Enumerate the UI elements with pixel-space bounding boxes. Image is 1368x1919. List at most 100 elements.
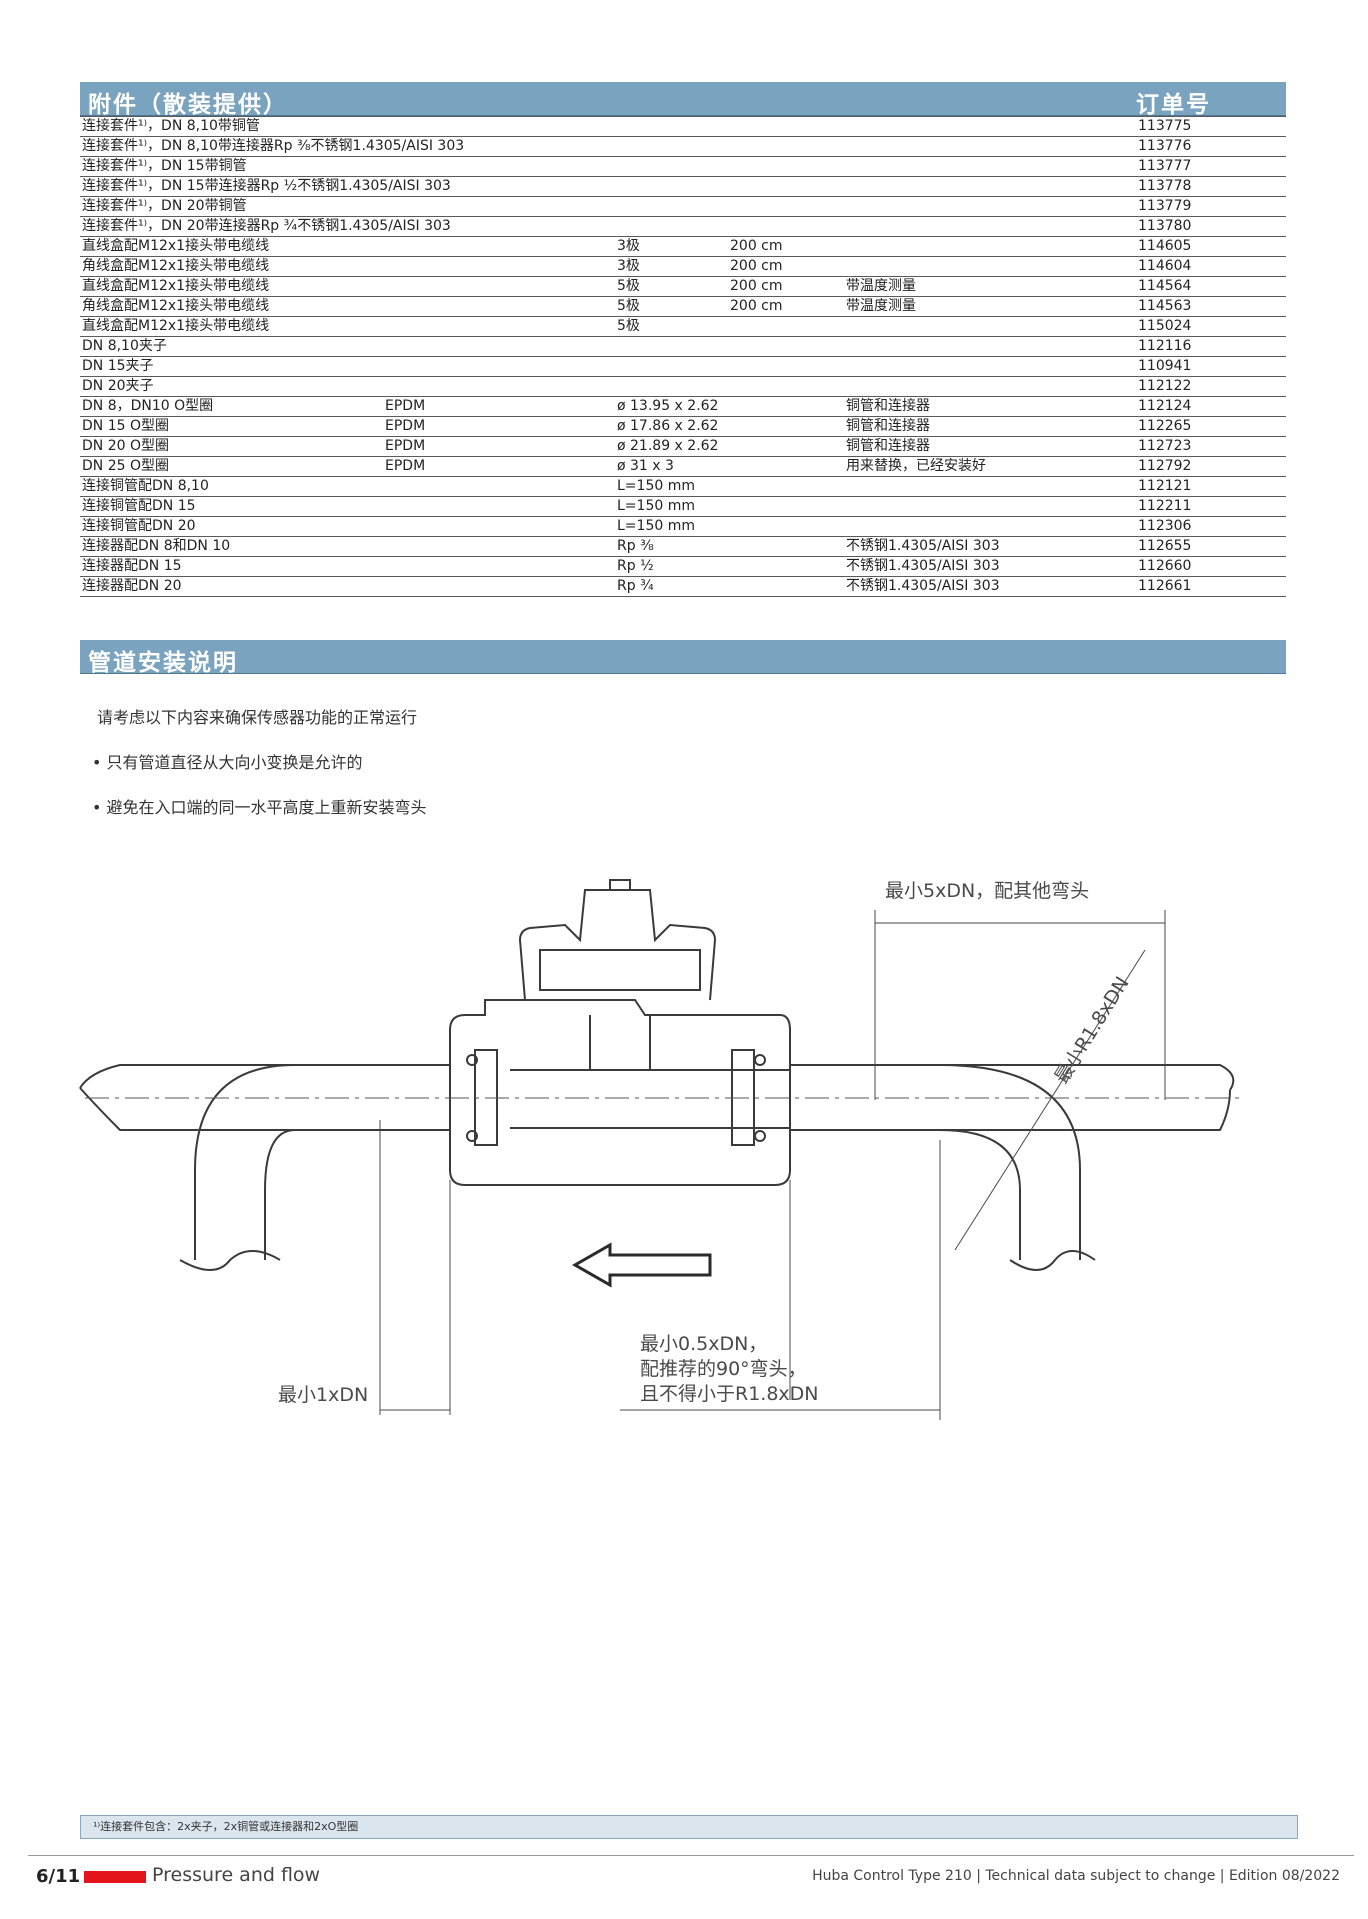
table-cell: 不锈钢1.4305/AISI 303 — [844, 536, 1136, 557]
dimension-label-min05dn-line2: 配推荐的90°弯头， — [640, 1358, 807, 1380]
table-cell: ø 31 x 3 — [615, 456, 728, 477]
installation-header: 管道安装说明 — [80, 640, 1286, 676]
table-cell — [728, 436, 844, 457]
table-cell: ø 13.95 x 2.62 — [615, 396, 728, 417]
table-cell: Rp ½ — [615, 556, 728, 577]
footer-edition-info: Huba Control Type 210 | Technical data s… — [812, 1868, 1340, 1884]
table-cell — [383, 196, 615, 217]
table-cell: 连接套件¹⁾，DN 8,10带铜管 — [80, 116, 383, 137]
table-cell: 直线盒配M12x1接头带电缆线 — [80, 236, 383, 257]
table-cell: 110941 — [1136, 356, 1286, 377]
table-cell: 直线盒配M12x1接头带电缆线 — [80, 316, 383, 337]
table-cell: 连接套件¹⁾，DN 15带铜管 — [80, 156, 383, 177]
table-cell: 112121 — [1136, 476, 1286, 497]
table-cell: 112124 — [1136, 396, 1286, 417]
table-cell — [383, 376, 615, 397]
table-cell — [844, 236, 1136, 257]
table-cell — [383, 156, 615, 177]
dimension-label-min05dn-line1: 最小0.5xDN， — [640, 1333, 767, 1355]
table-cell — [728, 476, 844, 497]
table-cell — [728, 576, 844, 597]
table-cell — [383, 476, 615, 497]
table-cell — [844, 476, 1136, 497]
footer-accent-bar — [84, 1871, 146, 1883]
table-cell: 200 cm — [728, 276, 844, 297]
table-cell: 角线盒配M12x1接头带电缆线 — [80, 296, 383, 317]
installation-title: 管道安装说明 — [88, 650, 238, 676]
table-cell: EPDM — [383, 436, 615, 457]
table-cell — [383, 316, 615, 337]
table-cell: 连接器配DN 8和DN 10 — [80, 536, 383, 557]
table-cell — [383, 356, 615, 377]
table-cell: 112122 — [1136, 376, 1286, 397]
table-cell — [728, 116, 844, 137]
table-cell — [728, 456, 844, 477]
dimension-label-radius: 最小R1.8xDN — [1051, 973, 1134, 1088]
table-cell — [728, 156, 844, 177]
table-cell — [844, 376, 1136, 397]
table-cell: 114604 — [1136, 256, 1286, 277]
dimension-label-min1dn: 最小1xDN — [278, 1384, 368, 1406]
table-cell: ø 17.86 x 2.62 — [615, 416, 728, 437]
table-cell: 200 cm — [728, 296, 844, 317]
table-cell — [728, 356, 844, 377]
table-cell: 115024 — [1136, 316, 1286, 337]
table-cell: 113778 — [1136, 176, 1286, 197]
table-cell: 113777 — [1136, 156, 1286, 177]
table-cell: L=150 mm — [615, 516, 728, 537]
table-cell — [728, 536, 844, 557]
table-cell: ø 21.89 x 2.62 — [615, 436, 728, 457]
footer-divider — [28, 1855, 1354, 1856]
table-cell: Rp ¾ — [615, 576, 728, 597]
table-row: 连接套件¹⁾，DN 8,10带连接器Rp ⅜不锈钢1.4305/AISI 303… — [80, 136, 1286, 157]
table-cell: DN 20 O型圈 — [80, 436, 383, 457]
table-cell — [383, 296, 615, 317]
table-cell — [383, 276, 615, 297]
table-cell: 带温度测量 — [844, 276, 1136, 297]
table-cell — [844, 316, 1136, 337]
table-cell — [728, 216, 844, 237]
table-cell: 不锈钢1.4305/AISI 303 — [844, 556, 1136, 577]
table-cell — [383, 216, 615, 237]
table-cell — [844, 356, 1136, 377]
table-cell — [615, 196, 728, 217]
table-cell: 112792 — [1136, 456, 1286, 477]
table-cell: 112723 — [1136, 436, 1286, 457]
footnote: ¹⁾连接套件包含：2x夹子，2x铜管或连接器和2xO型圈 — [80, 1815, 1298, 1839]
installation-bullet: • 只有管道直径从大向小变换是允许的 — [92, 753, 363, 772]
table-cell — [383, 516, 615, 537]
table-cell: 连接套件¹⁾，DN 20带连接器Rp ¾不锈钢1.4305/AISI 303 — [80, 216, 451, 237]
order-number-label: 订单号 — [1136, 92, 1211, 118]
table-cell — [383, 136, 615, 157]
table-cell: 113775 — [1136, 116, 1286, 137]
table-cell — [844, 136, 1136, 157]
accessories-title: 附件（散装提供） — [88, 92, 288, 118]
table-cell — [728, 336, 844, 357]
table-cell — [383, 536, 615, 557]
table-cell — [728, 396, 844, 417]
table-cell — [728, 516, 844, 537]
table-cell — [383, 336, 615, 357]
table-cell: EPDM — [383, 416, 615, 437]
table-cell — [383, 176, 615, 197]
table-cell — [383, 496, 615, 517]
table-cell: 铜管和连接器 — [844, 436, 1136, 457]
page-number: 6/11 — [36, 1866, 81, 1887]
table-cell — [728, 556, 844, 577]
table-cell: 角线盒配M12x1接头带电缆线 — [80, 256, 383, 277]
table-cell: 直线盒配M12x1接头带电缆线 — [80, 276, 383, 297]
table-cell — [728, 416, 844, 437]
flow-direction-arrow — [571, 1242, 712, 1288]
table-cell — [728, 176, 844, 197]
accessories-header: 附件（散装提供） 订单号 — [80, 82, 1286, 118]
table-cell — [615, 176, 728, 197]
